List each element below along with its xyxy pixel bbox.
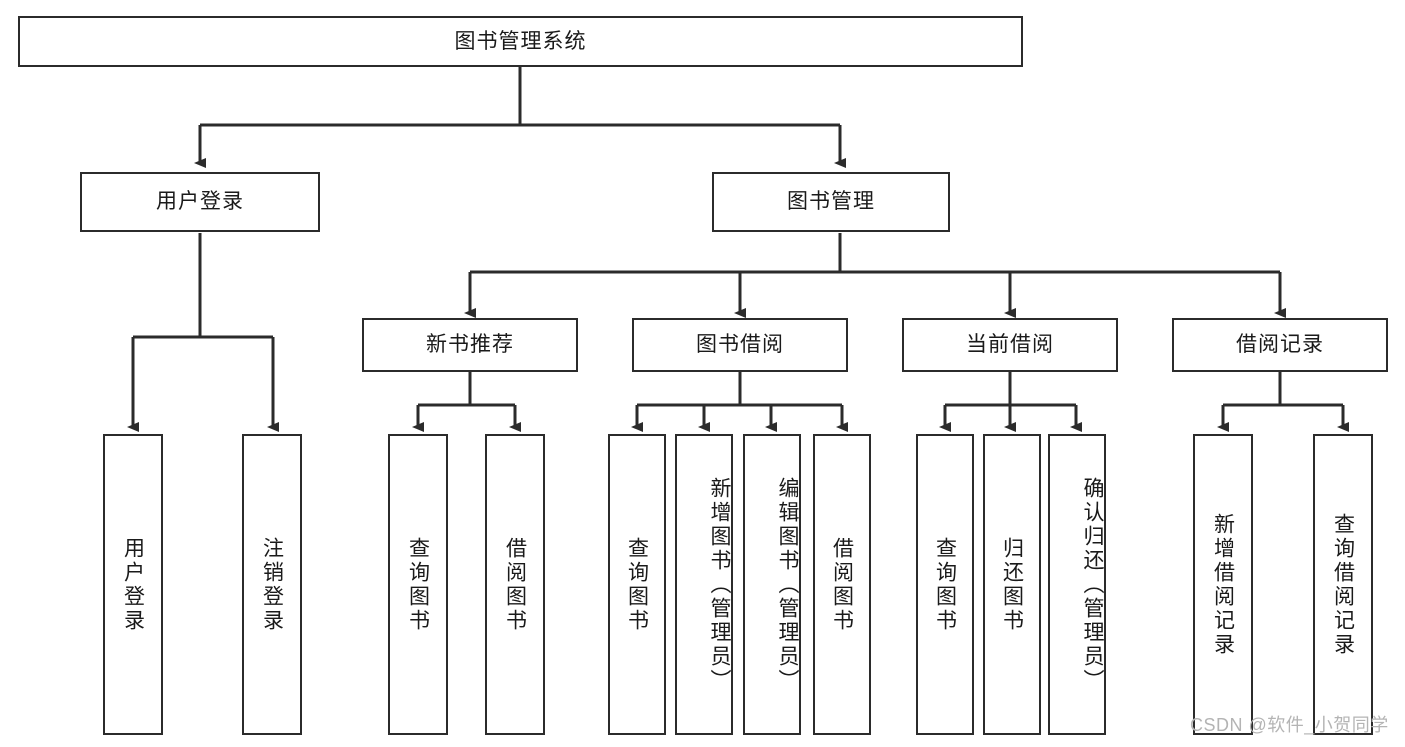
node-leaf-query-record-label: 查询借阅记录 (1331, 512, 1355, 657)
node-leaf-query-book-1[interactable]: 查询图书 (388, 434, 448, 735)
node-book-borrow[interactable]: 图书借阅 (632, 318, 848, 372)
node-leaf-add-book-label: 新增图书（管理员） (708, 476, 731, 693)
node-leaf-borrow-book-1-label: 借阅图书 (503, 536, 527, 633)
node-leaf-add-book[interactable]: 新增图书（管理员） (675, 434, 733, 735)
node-leaf-user-login[interactable]: 用户登录 (103, 434, 163, 735)
node-book-manage-label: 图书管理 (787, 190, 875, 214)
node-root-label: 图书管理系统 (454, 29, 587, 53)
node-book-manage[interactable]: 图书管理 (712, 172, 950, 232)
node-leaf-return-book[interactable]: 归还图书 (983, 434, 1041, 735)
node-leaf-logout[interactable]: 注销登录 (242, 434, 302, 735)
node-leaf-confirm-return-label: 确认归还（管理员） (1081, 476, 1104, 693)
node-new-book-recommend-label: 新书推荐 (426, 333, 514, 357)
node-leaf-query-book-1-label: 查询图书 (406, 536, 430, 633)
node-borrow-record-label: 借阅记录 (1236, 333, 1324, 357)
node-user-login-label: 用户登录 (156, 190, 244, 214)
node-leaf-query-book-3[interactable]: 查询图书 (916, 434, 974, 735)
node-current-borrow-label: 当前借阅 (966, 333, 1054, 357)
node-leaf-logout-label: 注销登录 (260, 536, 284, 633)
node-current-borrow[interactable]: 当前借阅 (902, 318, 1118, 372)
node-leaf-query-record[interactable]: 查询借阅记录 (1313, 434, 1373, 735)
node-leaf-borrow-book-1[interactable]: 借阅图书 (485, 434, 545, 735)
node-leaf-query-book-2-label: 查询图书 (625, 536, 649, 633)
node-leaf-add-record[interactable]: 新增借阅记录 (1193, 434, 1253, 735)
watermark-text: CSDN @软件_小贺同学 (1190, 715, 1389, 735)
node-leaf-edit-book[interactable]: 编辑图书（管理员） (743, 434, 801, 735)
node-root[interactable]: 图书管理系统 (18, 16, 1023, 67)
node-borrow-record[interactable]: 借阅记录 (1172, 318, 1388, 372)
node-leaf-return-book-label: 归还图书 (1000, 536, 1024, 633)
node-leaf-query-book-2[interactable]: 查询图书 (608, 434, 666, 735)
node-leaf-borrow-book-2-label: 借阅图书 (830, 536, 854, 633)
node-leaf-add-record-label: 新增借阅记录 (1211, 512, 1235, 657)
node-leaf-edit-book-label: 编辑图书（管理员） (776, 476, 799, 693)
node-book-borrow-label: 图书借阅 (696, 333, 784, 357)
node-leaf-query-book-3-label: 查询图书 (933, 536, 957, 633)
node-leaf-borrow-book-2[interactable]: 借阅图书 (813, 434, 871, 735)
node-user-login[interactable]: 用户登录 (80, 172, 320, 232)
node-leaf-user-login-label: 用户登录 (121, 536, 145, 633)
node-leaf-confirm-return[interactable]: 确认归还（管理员） (1048, 434, 1106, 735)
node-new-book-recommend[interactable]: 新书推荐 (362, 318, 578, 372)
